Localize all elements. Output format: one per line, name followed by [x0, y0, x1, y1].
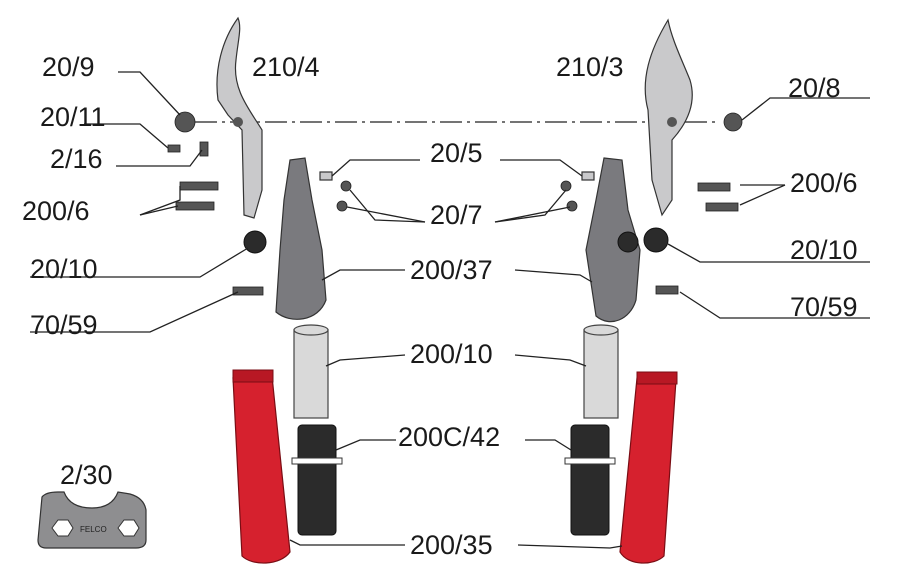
washer-20-9	[174, 111, 196, 133]
label-20-10-right: 20/10	[790, 235, 858, 265]
nut-20-7	[340, 180, 352, 192]
label-70-59-left: 70/59	[30, 310, 98, 340]
wrench-logo: FELCO	[80, 525, 107, 534]
screw-20-11	[167, 144, 181, 153]
bolt-200-6	[705, 202, 739, 212]
label-200-6-right: 200/6	[790, 168, 858, 198]
label-20-7: 20/7	[430, 200, 483, 230]
screw-70-59	[232, 286, 264, 296]
screw-70-59	[655, 285, 679, 295]
handle-200-37-left	[275, 157, 327, 320]
label-20-10-left: 20/10	[30, 254, 98, 284]
blade-pivot-hole	[667, 117, 677, 127]
pin-20-5	[581, 171, 595, 181]
leader-lines	[30, 71, 870, 549]
label-70-59-right: 70/59	[790, 292, 858, 322]
label-20-11: 20/11	[40, 102, 106, 132]
label-200-35: 200/35	[410, 530, 493, 560]
label-200c-42: 200C/42	[398, 422, 500, 452]
label-20-5: 20/5	[430, 138, 483, 168]
tube-rim	[583, 324, 619, 336]
sleeve-ring	[564, 457, 616, 465]
label-20-8: 20/8	[788, 73, 841, 103]
nut-20-7	[566, 200, 578, 212]
label-210-3: 210/3	[556, 52, 624, 82]
nut-20-7	[560, 180, 572, 192]
wrench-2-30: FELCO	[37, 491, 147, 549]
nut-20-8	[723, 112, 743, 132]
hex-hole	[117, 519, 140, 537]
label-200-37: 200/37	[410, 255, 493, 285]
handle-bushing	[617, 231, 639, 253]
label-200-6-left: 200/6	[22, 196, 90, 226]
sleeve-200c-42-right	[570, 424, 610, 536]
blade-210-3	[644, 18, 693, 217]
grip-200-35-right	[619, 377, 677, 564]
grip-cap	[636, 371, 678, 385]
buffer-20-10	[643, 227, 669, 253]
grip-200-35-left	[232, 375, 291, 564]
bolt-200-6	[179, 181, 219, 191]
sleeve-ring	[291, 457, 343, 465]
buffer-20-10	[243, 230, 267, 254]
label-200-10: 200/10	[410, 339, 493, 369]
label-2-16: 2/16	[50, 144, 103, 174]
label-2-30: 2/30	[60, 460, 113, 490]
label-210-4: 210/4	[252, 52, 320, 82]
grip-cap	[232, 369, 274, 383]
nut-20-7	[336, 200, 348, 212]
tube-rim	[293, 324, 329, 336]
blade-pivot-hole	[233, 117, 243, 127]
hex-hole	[51, 519, 74, 537]
spring-2-16	[199, 141, 209, 157]
tube-200-10-left	[293, 329, 329, 419]
pin-20-5	[319, 171, 333, 181]
bolt-200-6	[175, 201, 215, 211]
bolt-200-6	[697, 182, 731, 192]
tube-200-10-right	[583, 329, 619, 419]
label-20-9: 20/9	[42, 52, 95, 82]
sleeve-200c-42-left	[297, 424, 337, 536]
